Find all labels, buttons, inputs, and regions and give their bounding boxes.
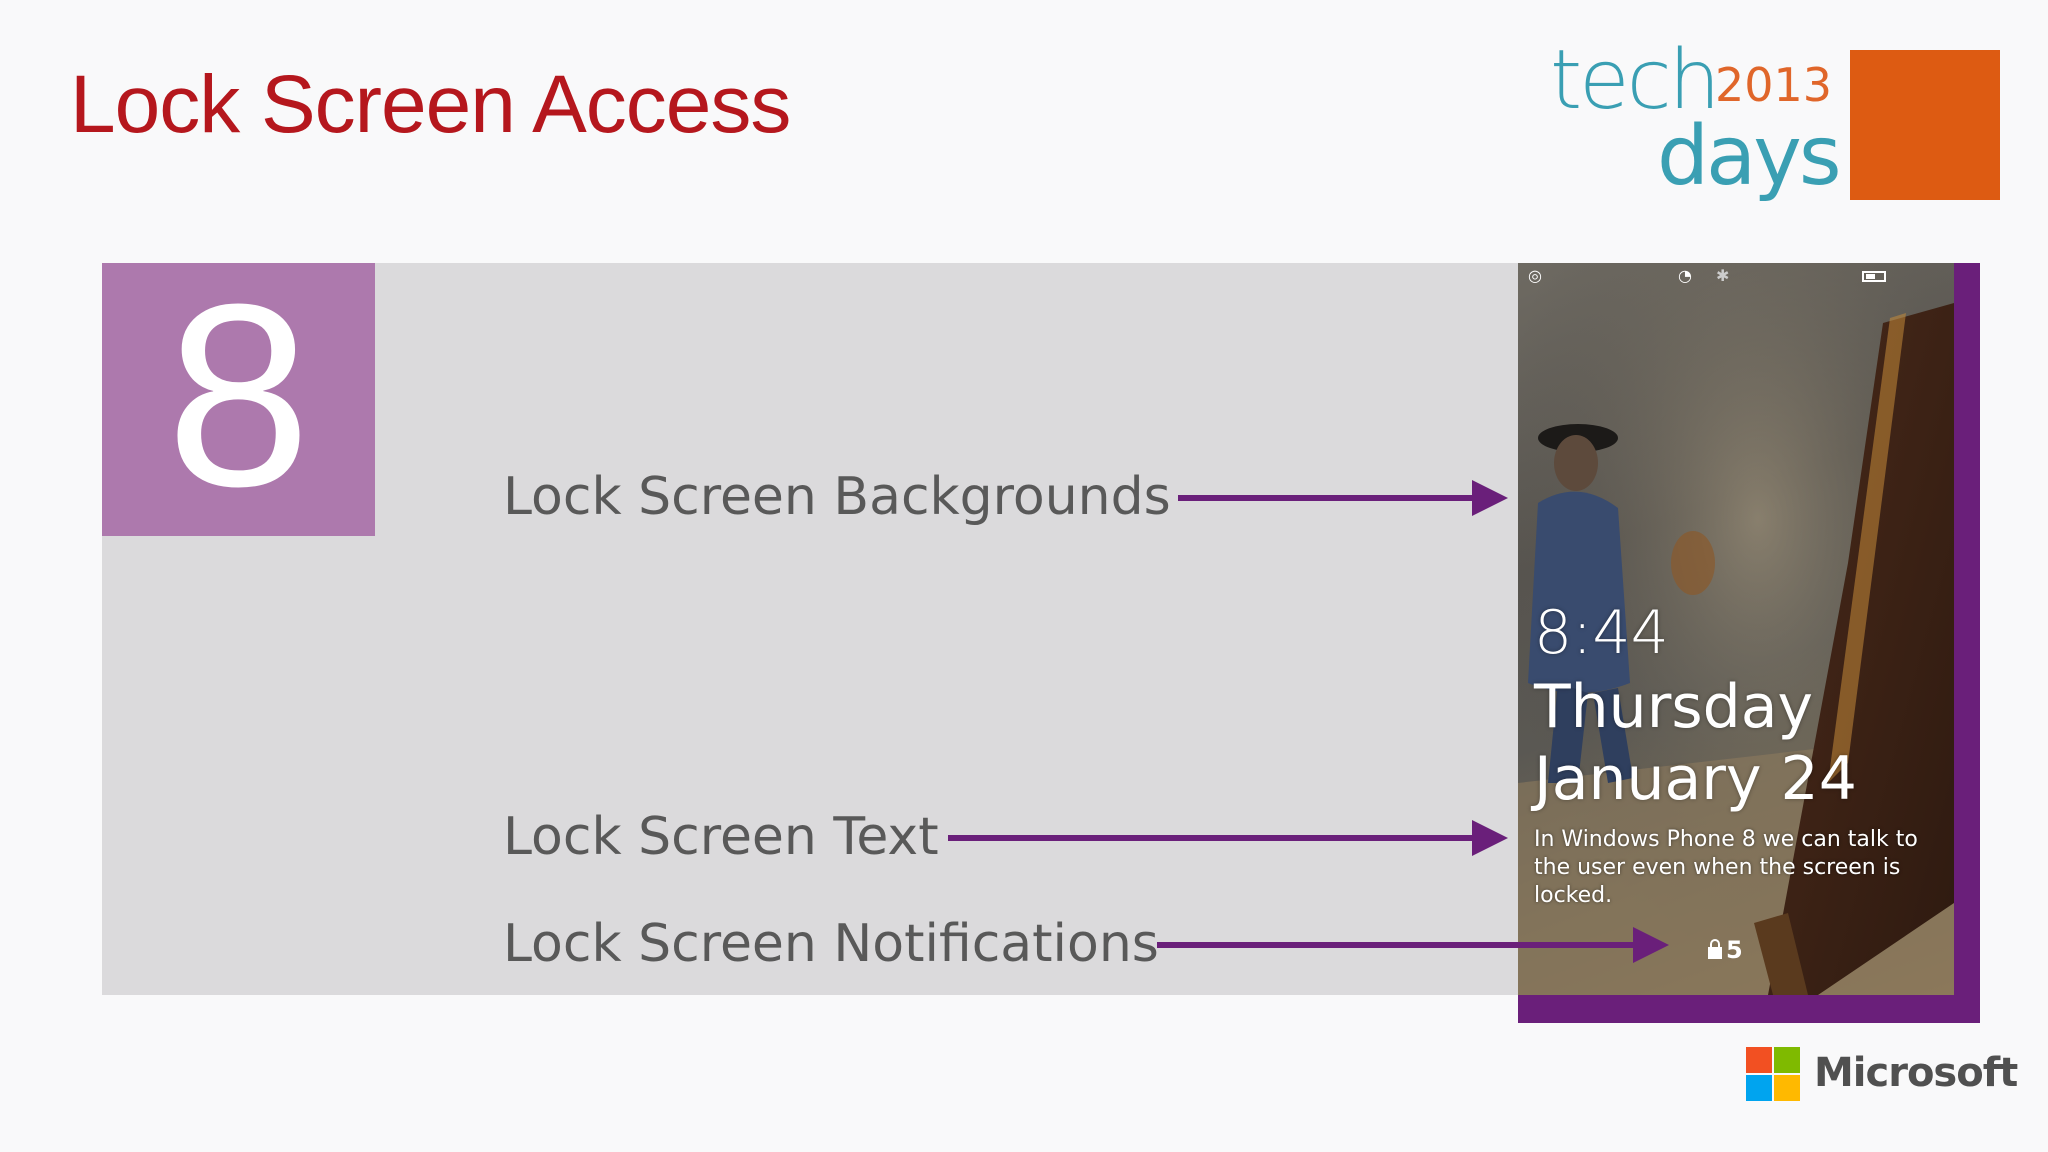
microsoft-wordmark: Microsoft [1814,1050,2018,1096]
notification-count: 5 [1726,936,1743,964]
lock-icon [1708,939,1722,959]
lock-screen-message: In Windows Phone 8 we can talk to the us… [1534,827,1918,908]
logo-word-tech: tech [1550,33,1721,128]
phone-status-bar: ◎ ◔ ✱ [1518,263,1954,289]
logo-year: 2013 [1715,58,1833,112]
feature-lock-screen-notifications: Lock Screen Notifications [503,914,1159,974]
lock-screen-date: January 24 [1534,744,1857,814]
lock-screen-background-painting [1518,263,1954,995]
logo-orange-square [1850,50,2000,200]
slide-title: Lock Screen Access [70,59,791,150]
lock-screen-notification: 5 [1708,938,1743,962]
logo-word-days: days [1657,109,1842,204]
techdays-logo: tech 2013 days [1545,40,2005,210]
app-status-icon: ◎ [1528,266,1542,285]
bluetooth-icon: ✱ [1716,266,1730,285]
number-tile-label: 8 [166,250,311,541]
feature-lock-screen-backgrounds: Lock Screen Backgrounds [503,467,1171,527]
phone-lock-screen: ◎ ◔ ✱ 8:44 Thursday January 24 In Window… [1518,263,1954,995]
lock-screen-day: Thursday [1534,672,1813,742]
lock-screen-time: 8:44 [1534,598,1669,668]
number-tile: 8 [102,263,375,536]
battery-icon [1862,271,1886,282]
feature-lock-screen-text: Lock Screen Text [503,807,939,867]
microsoft-logo: Microsoft [1746,1047,2018,1103]
microsoft-squares-icon [1746,1047,1800,1101]
wifi-icon: ◔ [1678,266,1692,285]
